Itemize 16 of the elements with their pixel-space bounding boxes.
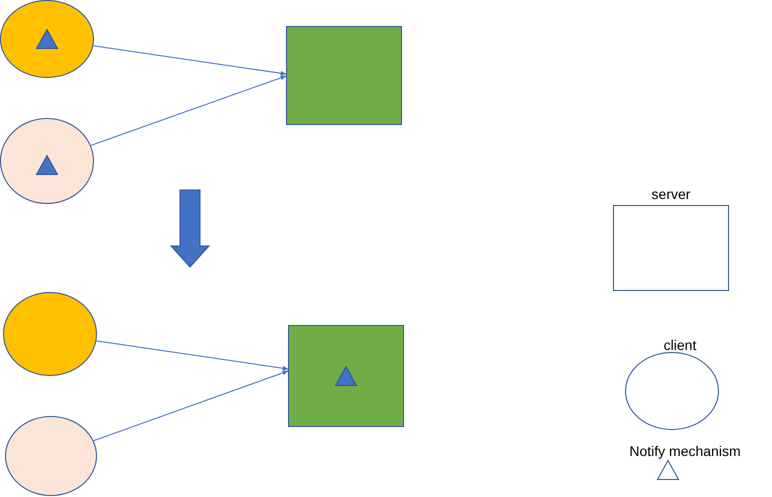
arrow bbox=[96, 340, 289, 371]
server-box bbox=[286, 26, 402, 125]
notify-triangle bbox=[36, 155, 58, 175]
arrow bbox=[92, 45, 287, 76]
notify-triangle bbox=[36, 29, 58, 49]
client-circle bbox=[3, 292, 97, 376]
arrow bbox=[93, 370, 289, 442]
notify-triangle bbox=[335, 366, 357, 386]
arrow bbox=[90, 76, 287, 146]
client-circle bbox=[0, 0, 94, 78]
client-circle bbox=[0, 118, 94, 204]
legend-label: Notify mechanism bbox=[628, 443, 742, 459]
legend-label: client bbox=[662, 337, 698, 353]
client-circle bbox=[5, 416, 97, 496]
legend-label: server bbox=[650, 186, 692, 202]
server-box bbox=[288, 325, 404, 427]
